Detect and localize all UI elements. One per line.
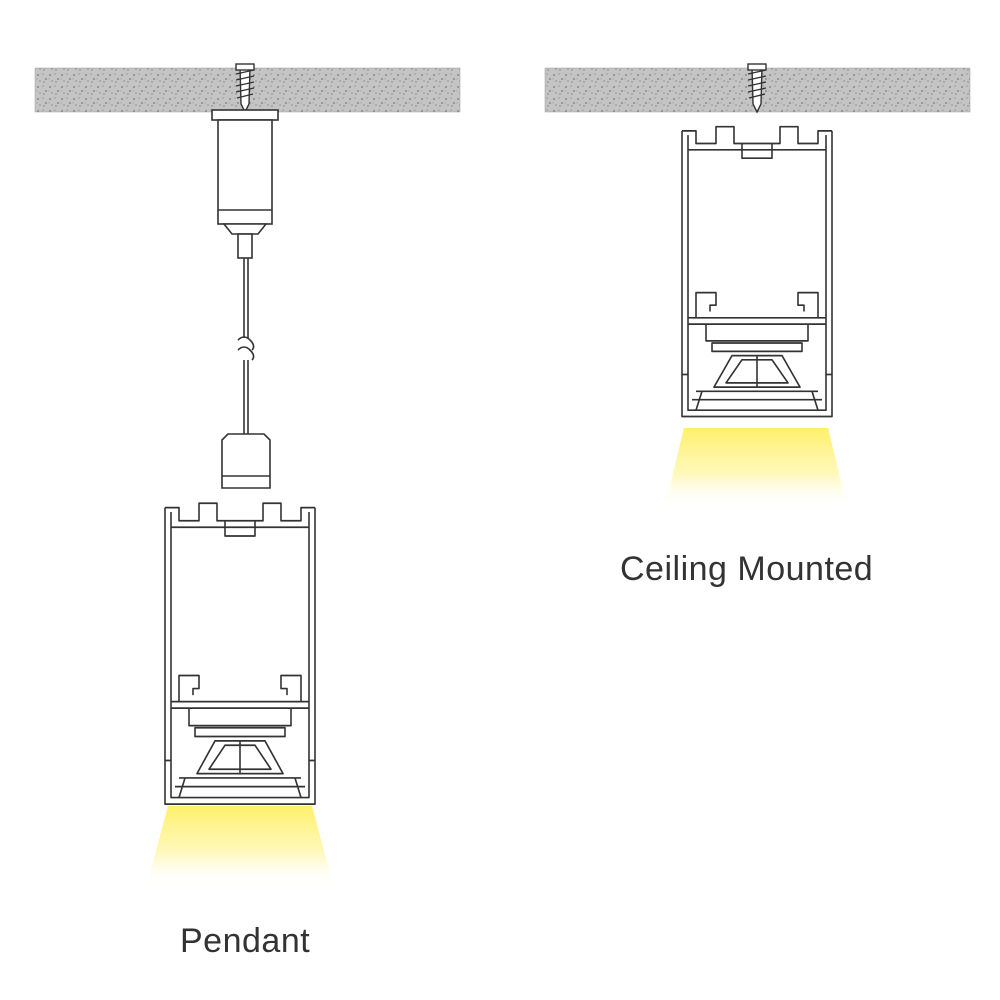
aluminum-profile-icon <box>681 125 833 418</box>
ceiling-mounted-assembly <box>544 63 971 510</box>
caption-pendant: Pendant <box>180 922 311 960</box>
light-beam-icon <box>146 806 334 888</box>
pendant-assembly <box>34 63 461 888</box>
aluminum-profile-icon <box>164 502 316 805</box>
cable-gripper-icon <box>211 109 279 259</box>
light-beam-icon <box>664 428 848 510</box>
suspension-cable-icon <box>237 258 255 434</box>
lower-gripper-icon <box>221 433 271 489</box>
caption-ceiling-mounted: Ceiling Mounted <box>620 550 874 588</box>
